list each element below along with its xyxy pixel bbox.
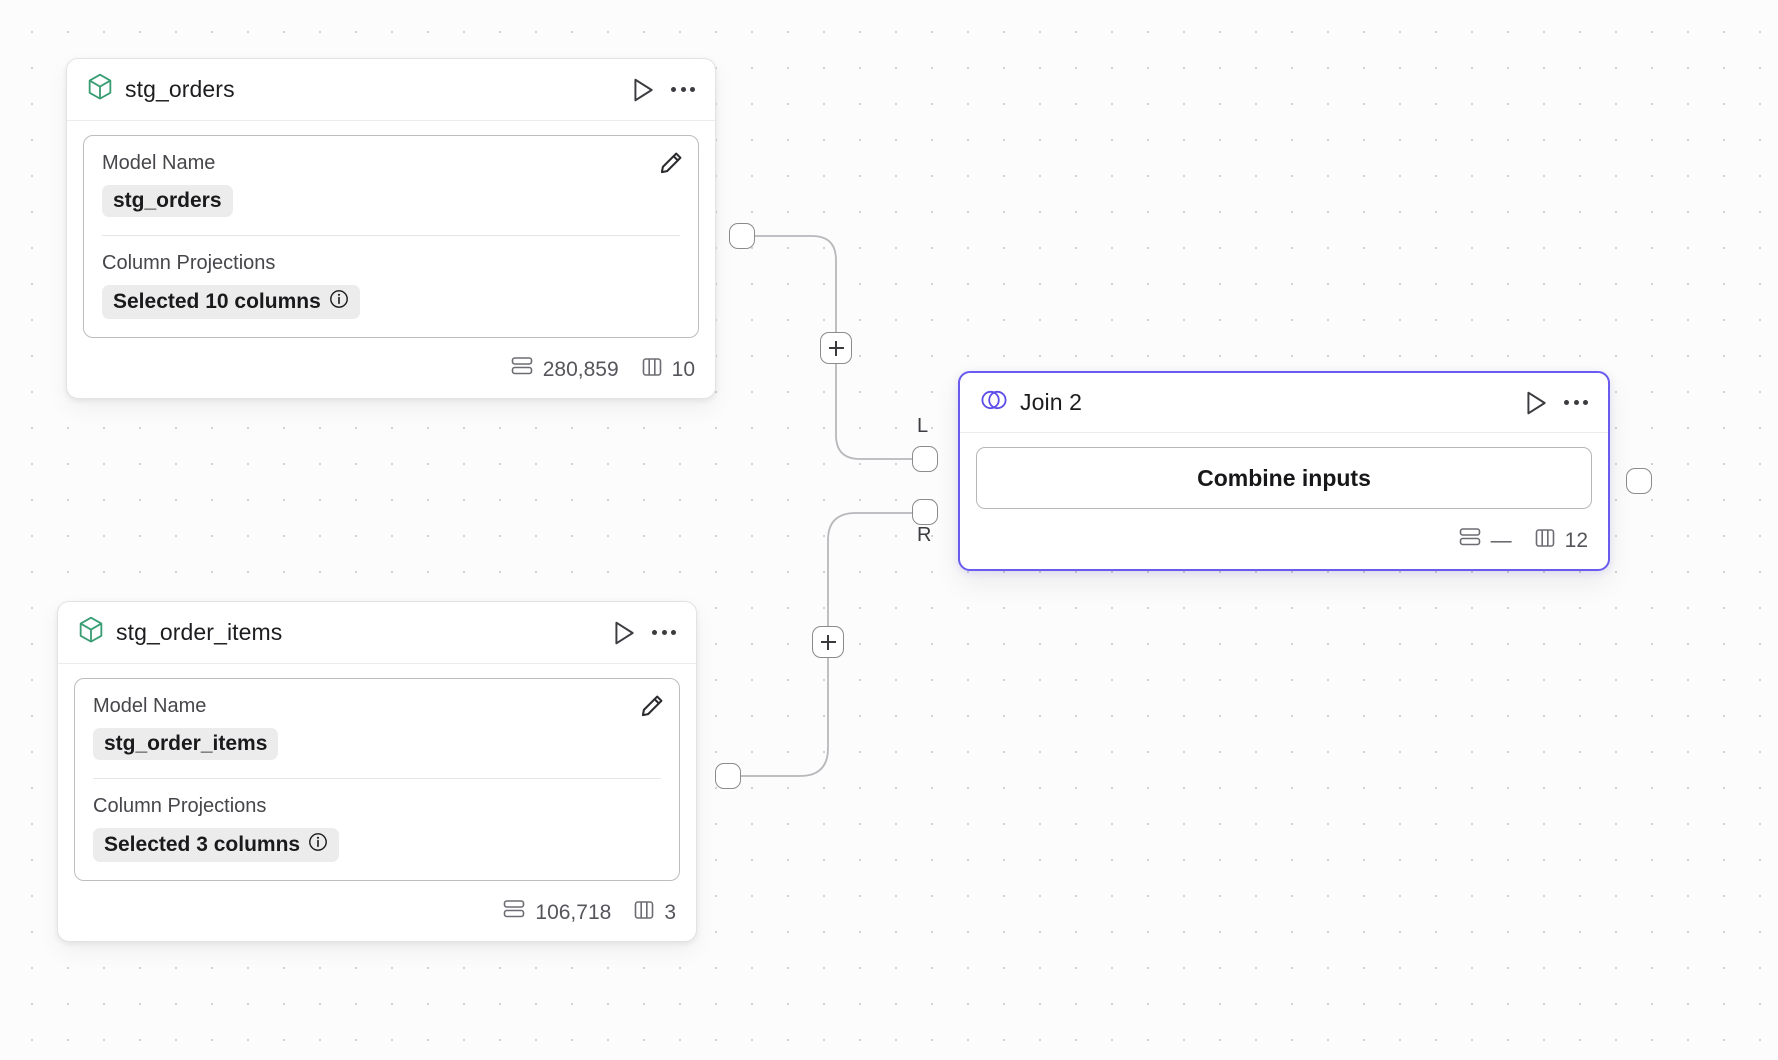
field-label-model-name: Model Name [93,695,207,717]
model-config-panel: Model Name stg_orders Column Projections… [83,135,699,338]
more-options-icon[interactable] [1564,400,1588,405]
columns-icon [641,356,663,384]
node-stg-orders[interactable]: stg_orders M [66,58,716,399]
info-icon[interactable] [329,289,349,315]
rows-value: 106,718 [535,901,612,924]
node-title: Join 2 [1020,389,1082,415]
input-port-label-left: L [917,415,929,437]
rows-icon [1458,527,1482,555]
more-options-icon[interactable] [671,87,695,92]
node-footer: 106,718 3 [58,891,696,941]
edit-pencil-icon[interactable] [639,693,665,719]
rows-value: — [1490,529,1512,552]
panel-divider [102,235,680,236]
model-name-chip[interactable]: stg_order_items [93,728,279,760]
output-port-join-2[interactable] [1626,468,1652,494]
rows-icon [510,356,534,384]
more-options-icon[interactable] [652,630,676,635]
run-icon[interactable] [1524,390,1548,416]
cube-icon [78,616,104,649]
column-projections-value: Selected 3 columns [104,833,301,856]
node-header: stg_orders [67,59,715,121]
node-header-actions [612,620,676,646]
node-header-actions [1524,390,1588,416]
panel-divider [93,778,661,779]
edit-pencil-icon[interactable] [658,150,684,176]
field-label-column-projections: Column Projections [102,252,276,274]
rows-icon [502,899,526,927]
input-port-label-right: R [917,524,932,546]
rows-stat: — [1458,527,1512,555]
node-header: stg_order_items [58,602,696,664]
node-title: stg_orders [125,76,235,102]
node-body: Model Name stg_order_items Column Projec… [58,664,696,891]
columns-stat: 12 [1534,527,1588,555]
rows-stat: 106,718 [502,899,611,927]
columns-stat: 3 [633,899,676,927]
field-label-model-name: Model Name [102,152,216,174]
rows-stat: 280,859 [510,356,619,384]
add-node-button-edge-left[interactable] [820,332,852,364]
columns-stat: 10 [641,356,695,384]
column-projections-value: Selected 10 columns [113,290,321,313]
model-name-value: stg_orders [113,189,222,212]
node-title: stg_order_items [116,619,283,645]
combine-inputs-button[interactable]: Combine inputs [976,447,1592,509]
venn-icon [980,387,1008,418]
model-config-panel: Model Name stg_order_items Column Projec… [74,678,680,881]
columns-icon [1534,527,1556,555]
columns-value: 12 [1564,529,1588,552]
columns-value: 10 [671,358,695,381]
model-name-value: stg_order_items [104,732,268,755]
node-header-actions [631,77,695,103]
node-footer: — 12 [960,519,1608,569]
run-icon[interactable] [612,620,636,646]
add-node-button-edge-right[interactable] [812,626,844,658]
combine-inputs-label: Combine inputs [1197,464,1371,491]
columns-value: 3 [664,901,676,924]
input-port-join-left[interactable] [912,446,938,472]
node-body: Combine inputs [960,433,1608,519]
node-footer: 280,859 10 [67,348,715,398]
run-icon[interactable] [631,77,655,103]
field-label-column-projections: Column Projections [93,795,267,817]
columns-icon [633,899,655,927]
output-port-stg-orders[interactable] [729,223,755,249]
node-header: Join 2 [960,373,1608,433]
node-join-2[interactable]: Join 2 Combine inputs [958,371,1610,571]
cube-icon [87,73,113,106]
rows-value: 280,859 [542,358,619,381]
model-name-chip[interactable]: stg_orders [102,185,233,217]
output-port-stg-order-items[interactable] [715,763,741,789]
column-projections-chip[interactable]: Selected 3 columns [93,828,340,862]
node-stg-order-items[interactable]: stg_order_items [57,601,697,942]
node-body: Model Name stg_orders Column Projections… [67,121,715,348]
info-icon[interactable] [308,832,328,858]
column-projections-chip[interactable]: Selected 10 columns [102,285,360,319]
input-port-join-right[interactable] [912,499,938,525]
